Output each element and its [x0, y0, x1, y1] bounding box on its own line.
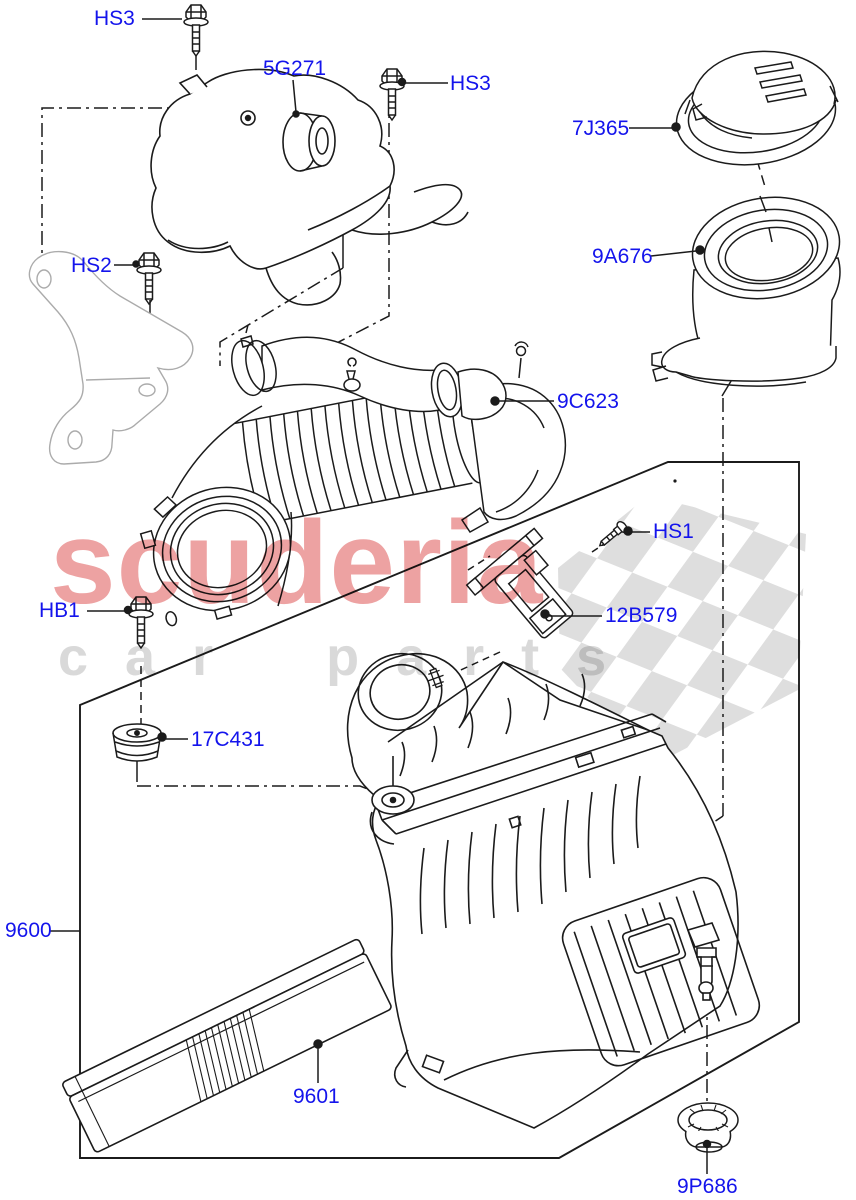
callout-9600: 9600: [5, 919, 52, 942]
intake-cover-part: [675, 50, 839, 166]
callout-12b579: 12B579: [605, 604, 678, 627]
grommet-9p686: [677, 1102, 739, 1153]
callout-9c623: 9C623: [557, 390, 619, 413]
callout-9a676: 9A676: [592, 245, 653, 268]
callout-7j365: 7J365: [572, 117, 630, 140]
callout-hb1: HB1: [39, 599, 80, 622]
bolt-hs2: [136, 252, 162, 305]
callout-9601: 9601: [293, 1085, 340, 1108]
callout-hs1: HS1: [653, 520, 694, 543]
checkered-flag-watermark: [558, 496, 806, 766]
maf-sensor-part: [465, 527, 574, 639]
air-hose-part: [139, 324, 567, 627]
resonator-part: [150, 68, 469, 306]
callout-9p686: 9P686: [677, 1175, 738, 1198]
callout-hs3-top: HS3: [94, 7, 135, 30]
bolt-hs3-right: [379, 68, 405, 121]
bolt-hs3-top: [183, 4, 209, 57]
callout-hs3-right: HS3: [450, 72, 491, 95]
air-filter-part: [62, 938, 392, 1153]
callout-hs2: HS2: [71, 254, 112, 277]
intake-duct-part: [651, 195, 841, 387]
callout-17c431: 17C431: [191, 728, 265, 751]
callout-leader-lines: [49, 18, 712, 1174]
grommet-17c431: [112, 723, 162, 762]
bolt-hb1: [128, 596, 154, 649]
callout-5g271: 5G271: [263, 57, 327, 80]
mounting-bracket: [28, 251, 194, 465]
air-cleaner-box-part: [346, 652, 761, 1129]
